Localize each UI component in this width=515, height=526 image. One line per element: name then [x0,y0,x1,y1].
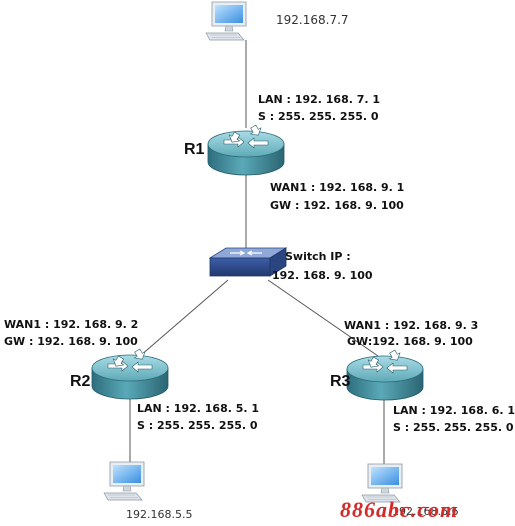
switch-label-line1: Switch IP : [285,250,351,263]
r2-wan: WAN1 : 192. 168. 9. 2 [4,318,139,331]
switch-icon [208,247,288,277]
pc-bottom-left-icon [103,461,145,501]
link-switch-r2 [139,279,229,357]
link-switch-r3 [267,279,379,357]
pc-top-ip: 192.168.7.7 [276,13,349,27]
pc-top-icon [205,1,247,41]
r2-mask: S : 255. 255. 255. 0 [137,419,258,432]
pc-bottom-left-ip: 192.168.5.5 [126,508,193,521]
switch-label-line2: 192. 168. 9. 100 [272,269,373,282]
watermark-logo: 886abc.com [340,497,459,522]
r1-wan: WAN1 : 192. 168. 9. 1 [270,181,405,194]
r1-lan: LAN : 192. 168. 7. 1 [258,93,381,106]
r1-mask: S : 255. 255. 255. 0 [258,110,379,123]
r3-gw: GW:192. 168. 9. 100 [347,335,473,348]
r3-wan: WAN1 : 192. 168. 9. 3 [344,319,479,332]
r1-gw: GW : 192. 168. 9. 100 [270,199,404,212]
r2-lan: LAN : 192. 168. 5. 1 [137,402,260,415]
router-r3-name: R3 [330,373,351,390]
r2-gw: GW : 192. 168. 9. 100 [4,335,138,348]
router-r1-icon [207,123,285,176]
pc-bottom-right-ip: 192.168.6.6 [392,505,459,518]
r3-mask: S : 255. 255. 255. 0 [393,421,514,434]
network-links [129,40,385,466]
router-r2-name: R2 [70,373,91,390]
router-r1-name: R1 [184,141,205,158]
router-r2-icon [91,347,169,400]
r3-lan: LAN : 192. 168. 6. 1 [393,404,515,417]
router-r3-icon [346,348,424,401]
